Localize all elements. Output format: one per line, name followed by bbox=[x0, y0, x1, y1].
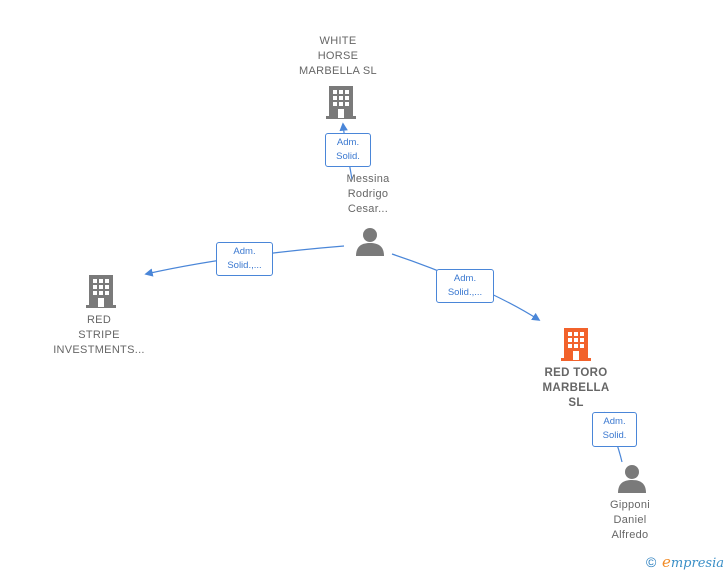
edge-label-white-horse[interactable]: Adm. Solid. bbox=[325, 133, 371, 167]
white-horse-line-1: WHITE bbox=[319, 35, 357, 47]
person-icon[interactable] bbox=[616, 463, 648, 493]
messina-line-2: Rodrigo bbox=[347, 188, 389, 200]
red-toro-line-2: MARBELLA bbox=[542, 382, 610, 394]
person-icon[interactable] bbox=[354, 226, 386, 256]
node-label-red-toro[interactable]: RED TORO MARBELLA SL bbox=[521, 366, 631, 411]
edge-label-line: Solid. bbox=[336, 151, 360, 162]
building-icon[interactable] bbox=[559, 326, 593, 362]
red-stripe-line-2: STRIPE bbox=[78, 329, 120, 341]
edge-label-line: Adm. bbox=[233, 246, 256, 257]
node-label-gipponi[interactable]: Gipponi Daniel Alfredo bbox=[580, 498, 680, 543]
edge-label-line: Solid.,... bbox=[447, 287, 483, 298]
messina-line-3: Cesar... bbox=[347, 203, 389, 215]
brand-name: mpresia bbox=[670, 556, 724, 571]
white-horse-line-3: MARBELLA SL bbox=[299, 65, 377, 77]
red-toro-line-3: SL bbox=[568, 397, 584, 409]
messina-line-1: Messina bbox=[346, 173, 390, 185]
red-stripe-line-1: RED bbox=[86, 314, 112, 326]
building-icon[interactable] bbox=[324, 84, 358, 120]
edge-label-line: Adm. bbox=[336, 137, 360, 148]
white-horse-line-2: HORSE bbox=[317, 50, 359, 62]
brand-e: e bbox=[661, 553, 671, 571]
edge-label-red-toro[interactable]: Adm. Solid.,... bbox=[436, 269, 494, 303]
edge-label-gipponi[interactable]: Adm. Solid. bbox=[592, 412, 637, 447]
gipponi-line-1: Gipponi bbox=[609, 499, 650, 511]
edge-label-line: Solid. bbox=[602, 430, 627, 441]
building-icon[interactable] bbox=[84, 273, 118, 309]
gipponi-line-2: Daniel bbox=[613, 514, 647, 526]
edge-label-line: Adm. bbox=[453, 273, 477, 284]
edge-label-line: Adm. bbox=[603, 416, 626, 427]
node-label-red-stripe[interactable]: RED STRIPE INVESTMENTS... bbox=[44, 313, 154, 358]
node-label-messina[interactable]: Messina Rodrigo Cesar... bbox=[318, 172, 418, 217]
red-stripe-line-3: INVESTMENTS... bbox=[53, 344, 145, 356]
node-label-white-horse[interactable]: WHITE HORSE MARBELLA SL bbox=[283, 34, 393, 79]
red-toro-line-1: RED TORO bbox=[544, 367, 608, 379]
copyright-icon: © bbox=[646, 554, 657, 570]
gipponi-line-3: Alfredo bbox=[611, 529, 649, 541]
empresia-logo: © empresia bbox=[646, 553, 724, 571]
edge-label-red-stripe[interactable]: Adm. Solid.,... bbox=[216, 242, 273, 276]
edge-label-line: Solid.,... bbox=[227, 260, 262, 271]
